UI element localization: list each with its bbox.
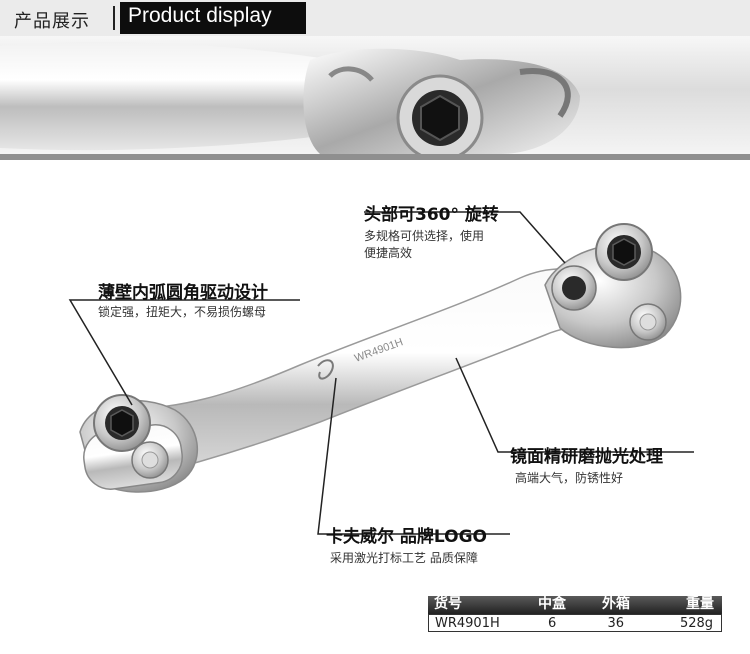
header-title-en: Product display [128,4,272,27]
leader-line-logo [317,377,510,535]
spec-header-weight: 重量 [686,596,714,612]
callout-rotate-desc-line2: 便捷高效 [364,246,413,260]
spec-cell-item-no: WR4901H [435,616,500,631]
spec-header-item-no: 货号 [434,596,462,612]
closeup-photo [0,36,750,154]
callout-thin-wall-title: 薄壁内弧圆角驱动设计 [98,283,268,303]
spec-header-inner-box: 中盒 [538,596,566,612]
spec-cell-inner-box: 6 [548,616,557,631]
spec-table-header: 货号 中盒 外箱 重量 [428,596,722,614]
spec-header-outer-carton: 外箱 [602,596,630,612]
spec-cell-weight: 528g [679,616,714,631]
leader-line-thin-wall [68,299,300,406]
header-title-cn: 产品展示 [14,11,90,32]
callout-rotate-desc-line1: 多规格可供选择，使用 [364,229,485,243]
callout-thin-wall-desc: 锁定强，扭矩大，不易损伤螺母 [98,305,267,319]
callout-rotate-title: 头部可360° 旋转 [364,205,499,225]
callout-polish-desc: 高端大气，防锈性好 [515,471,624,485]
callout-logo-desc: 采用激光打标工艺 品质保障 [330,551,478,565]
header-separator [113,6,115,30]
header-title-en-background [120,2,306,34]
wrench-illustration: WR4901H [68,211,694,535]
banner-divider [0,154,750,160]
callout-logo-title: 卡夫威尔 品牌LOGO [326,527,488,547]
header-bar: 产品展示 Product display [0,0,750,36]
callout-polish-title: 镜面精研磨抛光处理 [510,447,663,467]
spec-table: 货号 中盒 外箱 重量 WR4901H 6 36 528g [428,596,722,632]
leader-line-polish [455,357,694,453]
brand-logo-mark [317,359,334,380]
leader-line-rotate [364,211,566,264]
spec-table-row: WR4901H 6 36 528g [428,614,722,632]
product-main-area: WR4901H [0,160,750,654]
closeup-wrench-illustration [0,41,580,154]
spec-cell-outer-carton: 36 [607,616,624,631]
